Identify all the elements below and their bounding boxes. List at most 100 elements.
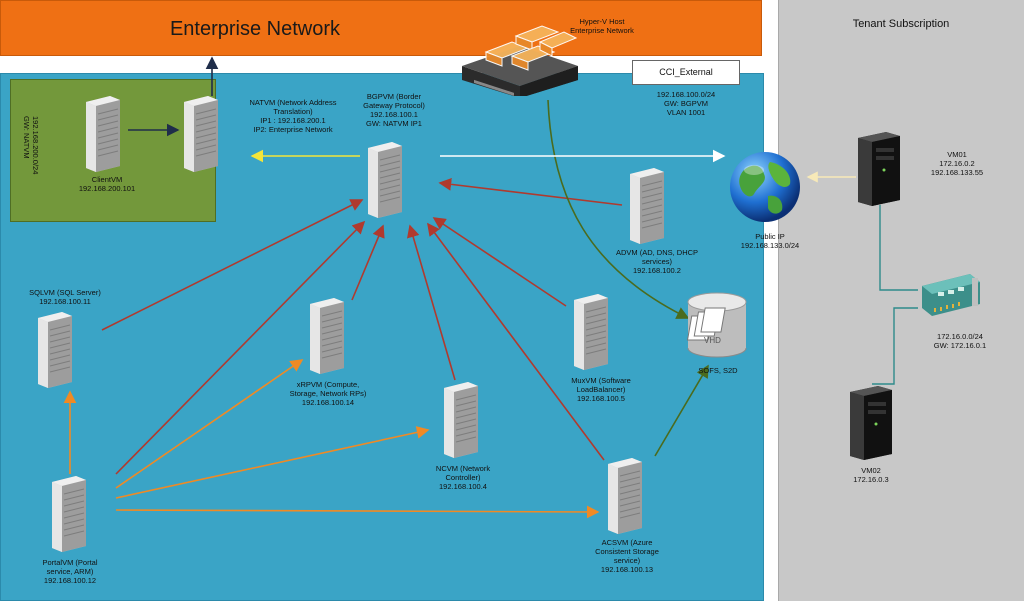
hyperv-line1: Hyper-V Host <box>579 17 625 26</box>
cci-external-box: CCI_External <box>632 60 740 85</box>
portalvm-line3: 192.168.100.12 <box>43 576 97 585</box>
sqlvm-label: SQLVM (SQL Server) 192.168.100.11 <box>20 288 110 306</box>
nat-subnet-line2: GW: NATVM <box>22 116 31 159</box>
tenant-subscription-panel <box>778 0 1024 601</box>
acsvm-line4: 192.168.100.13 <box>600 565 654 574</box>
edge-portalvm-bgpvm <box>115 220 366 475</box>
cci-line3: VLAN 1001 <box>666 108 706 117</box>
muxvm-line1: MuxVM (Software <box>571 376 631 385</box>
advm-line1: ADVM (AD, DNS, DHCP <box>615 248 699 257</box>
natvm-line3: IP1 : 192.168.200.1 <box>260 116 326 125</box>
muxvm-label: MuxVM (Software LoadBalancer) 192.168.10… <box>556 376 646 403</box>
sqlvm-line2: 192.168.100.11 <box>39 297 91 306</box>
enterprise-network-title: Enterprise Network <box>169 18 341 40</box>
acsvm-line1: ACSVM (Azure <box>601 538 653 547</box>
muxvm-line3: 192.168.100.5 <box>577 394 625 403</box>
portalvm-line1: PortalVM (Portal <box>42 558 98 567</box>
xrpvm-line3: 192.168.100.14 <box>301 398 355 407</box>
vm02-line2: 172.16.0.3 <box>853 475 889 484</box>
bgpvm-line2: Gateway Protocol) <box>363 101 425 110</box>
vm01-line1: VM01 <box>947 150 967 159</box>
cci-line1: 192.168.100.0/24 <box>656 90 716 99</box>
clientvm-ip: 192.168.200.101 <box>78 184 136 193</box>
clientvm-name: ClientVM <box>91 175 123 184</box>
server-icon <box>52 476 86 552</box>
tower-server-icon <box>850 386 892 460</box>
edge-advm-bgpvm <box>438 177 623 206</box>
acsvm-server-icon[interactable] <box>604 456 644 539</box>
edge-xrpvm-bgpvm <box>351 224 385 301</box>
nat-subnet-line1: 192.168.200.0/24 <box>31 116 40 175</box>
ncvm-line1: NCVM (Network <box>435 464 491 473</box>
server-icon <box>444 382 478 458</box>
natvm-line2: Translation) <box>273 107 313 116</box>
portalvm-line2: service, ARM) <box>46 567 94 576</box>
sqlvm-server-icon[interactable] <box>34 310 74 393</box>
cci-external-details: 192.168.100.0/24 GW: BGPVM VLAN 1001 <box>644 90 728 117</box>
vm02-server-icon[interactable] <box>846 384 896 465</box>
portalvm-label: PortalVM (Portal service, ARM) 192.168.1… <box>28 558 112 585</box>
hyperv-line2: Enterprise Network <box>570 26 634 35</box>
publicip-label: Public IP 192.168.133.0/24 <box>730 232 810 250</box>
server-icon <box>184 96 218 172</box>
publicip-line2: 192.168.133.0/24 <box>740 241 800 250</box>
bgpvm-line1: BGPVM (Border <box>366 92 422 101</box>
vm01-line2: 172.16.0.2 <box>939 159 975 168</box>
edge-hyperv-sofs <box>547 99 690 319</box>
network-card-icon[interactable] <box>918 272 984 316</box>
hyperv-host-label: Hyper-V Host Enterprise Network <box>560 17 644 35</box>
advm-label: ADVM (AD, DNS, DHCP services) 192.168.10… <box>612 248 702 275</box>
vhd-icon-label: VHD <box>704 336 721 345</box>
vm01-line3: 192.168.133.55 <box>930 168 984 177</box>
server-icon <box>310 298 344 374</box>
edge-vm02-nic <box>872 307 918 385</box>
vm01-label: VM01 172.16.0.2 192.168.133.55 <box>924 150 990 177</box>
xrpvm-server-icon[interactable] <box>306 296 346 379</box>
edge-vm01-nic <box>879 205 918 291</box>
edge-sqlvm-bgpvm <box>101 199 364 331</box>
nic-line2: GW: 172.16.0.1 <box>933 341 987 350</box>
xrpvm-line2: Storage, Network RPs) <box>289 389 367 398</box>
natvm-line4: IP2: Enterprise Network <box>253 125 333 134</box>
hyperv-host-server[interactable] <box>456 22 584 98</box>
ncvm-line2: Controller) <box>445 473 481 482</box>
xrpvm-label: xRPVM (Compute, Storage, Network RPs) 19… <box>280 380 376 407</box>
tower-server-icon <box>858 132 900 206</box>
edge-portalvm-xrpvm <box>115 359 304 489</box>
server-rack-icon <box>462 25 578 98</box>
clientvm-server-icon[interactable] <box>82 94 122 177</box>
natvm-line1: NATVM (Network Address <box>249 98 337 107</box>
muxvm-line2: LoadBalancer) <box>576 385 626 394</box>
ncvm-server-icon[interactable] <box>440 380 480 463</box>
nic-label: 172.16.0.0/24 GW: 172.16.0.1 <box>920 332 1000 350</box>
server-icon <box>630 168 664 244</box>
muxvm-server-icon[interactable] <box>570 292 610 375</box>
natvm-label: NATVM (Network Address Translation) IP1 … <box>238 98 348 134</box>
bgpvm-label: BGPVM (Border Gateway Protocol) 192.168.… <box>352 92 436 128</box>
advm-server-icon[interactable] <box>626 166 666 249</box>
bgpvm-server-icon[interactable] <box>364 140 404 223</box>
server-icon <box>368 142 402 218</box>
acsvm-line2: Consistent Storage <box>595 547 659 556</box>
globe-icon[interactable] <box>728 150 802 224</box>
sqlvm-line1: SQLVM (SQL Server) <box>29 288 101 297</box>
bgpvm-line4: GW: NATVM IP1 <box>366 119 422 128</box>
ncvm-line3: 192.168.100.4 <box>439 482 487 491</box>
vm01-server-icon[interactable] <box>854 130 904 211</box>
acsvm-label: ACSVM (Azure Consistent Storage service)… <box>584 538 670 574</box>
portalvm-server-icon[interactable] <box>48 474 88 557</box>
edge-portalvm-acsvm <box>115 505 600 519</box>
vm02-label: VM02 172.16.0.3 <box>836 466 906 484</box>
nic-line1: 172.16.0.0/24 <box>937 332 983 341</box>
ncvm-label: NCVM (Network Controller) 192.168.100.4 <box>424 464 502 491</box>
sofs-storage-icon[interactable] <box>686 292 748 362</box>
clientvm-label: ClientVM 192.168.200.101 <box>62 175 152 193</box>
nat-subnet-label: 192.168.200.0/24 GW: NATVM <box>22 116 40 174</box>
tenant-subscription-title: Tenant Subscription <box>852 18 950 30</box>
vm02-line1: VM02 <box>861 466 881 475</box>
edge-acsvm-sofs <box>654 364 709 457</box>
natvm-server-icon[interactable] <box>180 94 220 177</box>
xrpvm-line1: xRPVM (Compute, <box>296 380 360 389</box>
server-icon <box>38 312 72 388</box>
